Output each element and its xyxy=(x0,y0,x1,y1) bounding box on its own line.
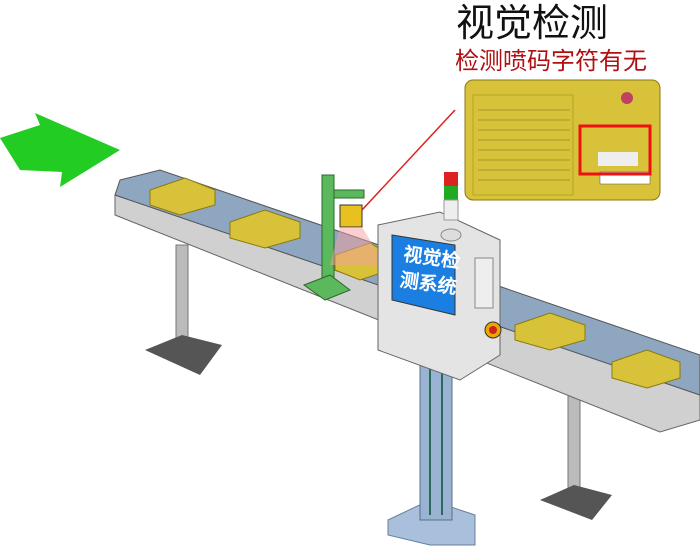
signal-tower-light-icon xyxy=(440,172,462,242)
conveyor-leg xyxy=(145,244,612,520)
page-subtitle: 检测喷码字符有无 xyxy=(455,47,647,75)
page-title: 视觉检测 xyxy=(456,1,609,45)
camera-icon xyxy=(339,204,363,228)
machine-pillar xyxy=(387,354,476,546)
package-closeup xyxy=(464,79,661,201)
highlight-box xyxy=(578,124,652,176)
screen-label: 视觉检 测系统 xyxy=(397,241,464,301)
direction-arrow-icon xyxy=(0,113,120,187)
vision-cabinet xyxy=(377,211,502,381)
display-screen xyxy=(391,234,456,316)
camera-stand xyxy=(302,174,385,301)
